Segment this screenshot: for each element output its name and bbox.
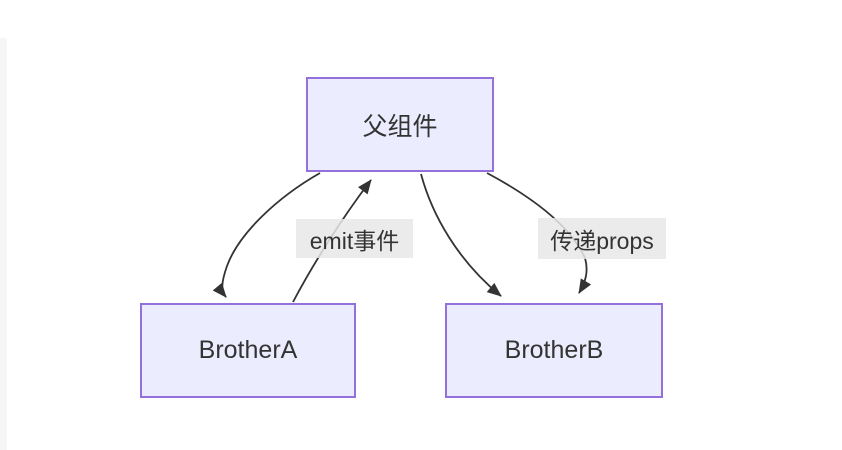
edge-label-emit-event: emit事件 <box>296 219 413 258</box>
left-edge-strip <box>0 38 7 450</box>
node-brotherB: BrotherB <box>445 303 663 398</box>
node-brotherA: BrotherA <box>140 303 356 398</box>
edge-label-pass-props: 传递props <box>538 218 666 259</box>
edge-parent-to-brotherA <box>212 172 321 298</box>
node-parent-component: 父组件 <box>306 77 494 172</box>
edge-parent-to-brotherB-inner <box>420 173 502 297</box>
